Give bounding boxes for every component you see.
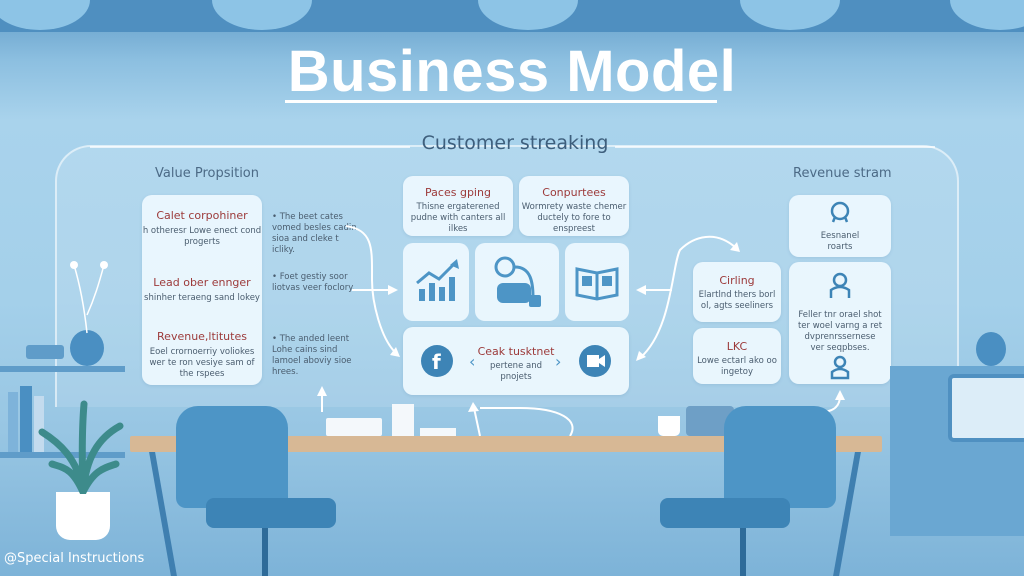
svg-text:‹: ‹ <box>469 352 475 371</box>
vase <box>976 332 1006 366</box>
card-item-title: Lead ober ennger <box>153 276 251 289</box>
plant-icon <box>70 261 108 334</box>
card-title: Conpurtees <box>542 186 606 199</box>
left-shelf <box>0 452 125 458</box>
plant-mug <box>658 416 680 436</box>
plant-pot <box>56 492 110 540</box>
subtitle-rule-left <box>90 146 410 148</box>
value-proposition-card: Calet corpohiner h otheresr Lowe enect c… <box>142 195 262 385</box>
card-item: Calet corpohiner h otheresr Lowe enect c… <box>142 195 262 248</box>
monitor <box>948 374 1024 442</box>
paper-stack <box>326 418 382 436</box>
card-title: Ceak tusktnet <box>477 345 555 358</box>
book <box>34 396 44 452</box>
binders <box>392 404 414 436</box>
card-icons: f ‹ › <box>421 345 611 377</box>
book-icon <box>575 267 619 301</box>
chair-seat <box>206 498 336 528</box>
title-underline <box>285 100 717 103</box>
revenue-card: Cirling Elartlnd thers borl ol, agts see… <box>693 262 781 322</box>
vase <box>70 330 104 366</box>
award-icon <box>830 201 850 223</box>
card-item-body: h otheresr Lowe enect cond progerts <box>142 226 262 247</box>
note-text: • The anded leent Lohe cains sind lamoel… <box>272 334 352 377</box>
card-body: Elartlnd thers borl ol, agts seeliners <box>698 290 776 311</box>
notebook <box>420 428 456 436</box>
card-body: Eesnanel roarts <box>820 231 860 252</box>
office-chair <box>724 406 836 508</box>
office-chair <box>176 406 288 508</box>
person-icon <box>829 272 851 298</box>
card-body: pertene and pnojets <box>490 361 542 382</box>
card-item-body: shinher teraeng sand lokey <box>144 293 260 303</box>
book <box>20 386 32 452</box>
svg-text:›: › <box>555 352 561 371</box>
growth-chart-icon <box>416 259 459 301</box>
chair-seat <box>660 498 790 528</box>
icon-box <box>565 243 629 321</box>
card-title: Paces gping <box>425 186 491 199</box>
icon-box <box>403 243 469 321</box>
card-item: Lead ober ennger shinher teraeng sand lo… <box>142 248 262 304</box>
section-label-right: Revenue stram <box>793 166 892 181</box>
footer-caption: @Special Instructions <box>4 551 145 566</box>
center-bottom-card: f ‹ › Ceak tusktnet pertene and pnojets <box>403 327 629 395</box>
icon-box <box>475 243 559 321</box>
center-card: Paces gping Thisne ergaterened pudne wit… <box>403 176 513 236</box>
chair-stem <box>262 528 268 576</box>
page-title: Business Model <box>287 39 737 104</box>
left-shelf <box>0 366 125 372</box>
person-icon <box>830 355 850 380</box>
svg-text:f: f <box>432 350 441 374</box>
device <box>26 345 64 359</box>
section-label-left: Value Propsition <box>155 166 259 181</box>
book <box>8 392 18 452</box>
card-body: Lowe ectarl ako oo ingetoy <box>697 356 777 377</box>
subtitle: Customer streaking <box>421 132 609 154</box>
subtitle-rule-right <box>615 146 935 148</box>
card-item-body: Eoel crornoerriy voliokes wer te ron ves… <box>149 347 255 379</box>
card-body: Wormrety waste chemer ductely to fore to… <box>521 202 627 234</box>
card-item-title: Calet corpohiner <box>156 209 248 222</box>
revenue-card: Feller tnr orael shot ter woel varng a r… <box>789 262 891 384</box>
hand-coin-icon <box>494 256 541 307</box>
plant-icon <box>38 400 124 494</box>
card-body: Feller tnr orael shot ter woel varng a r… <box>797 310 883 353</box>
card-item: Revenue,ltitutes Eoel crornoerriy voliok… <box>142 304 262 380</box>
card-item-title: Revenue,ltitutes <box>157 330 247 343</box>
center-card: Conpurtees Wormrety waste chemer ductely… <box>519 176 629 236</box>
note-text: • The beet cates vomed besles cadin sioa… <box>272 212 357 255</box>
card-title: Cirling <box>719 274 755 287</box>
revenue-card: Eesnanel roarts <box>789 195 891 257</box>
note-text: • Foet gestiy soor liotvas veer foclory. <box>272 272 355 293</box>
card-body: Thisne ergaterened pudne with canters al… <box>410 202 506 234</box>
desk <box>130 436 882 452</box>
chair-stem <box>740 528 746 576</box>
card-title: LKC <box>726 340 748 353</box>
revenue-card: LKC Lowe ectarl ako oo ingetoy <box>693 328 781 384</box>
